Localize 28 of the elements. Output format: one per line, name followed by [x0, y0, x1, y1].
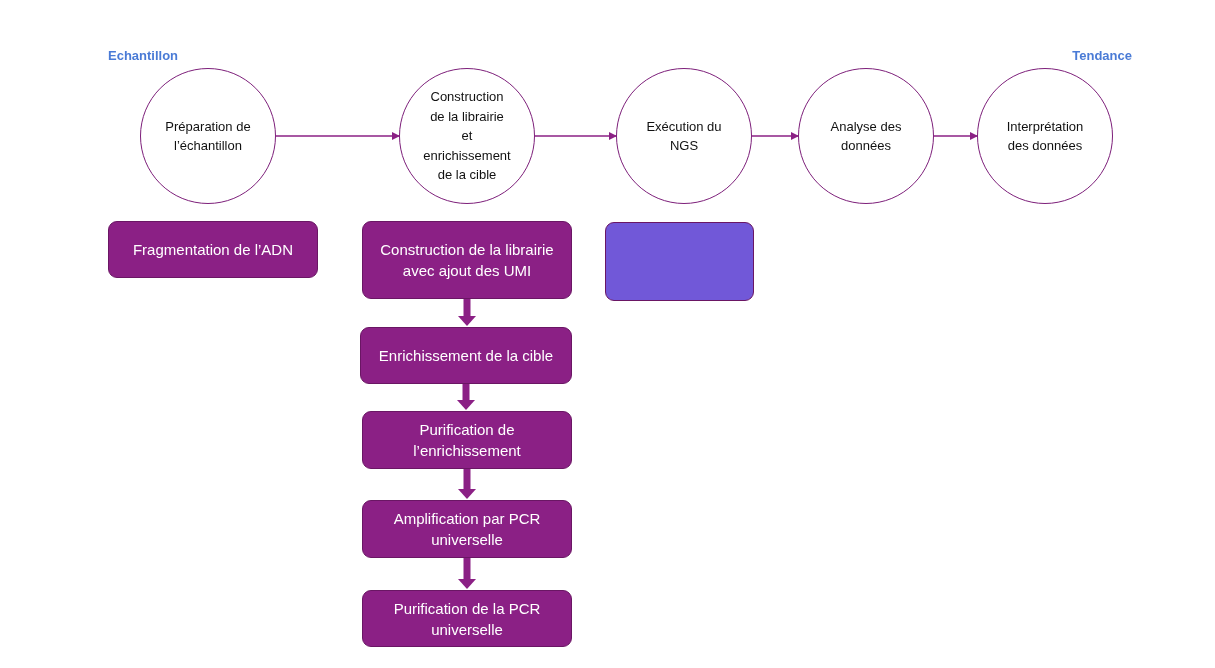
process-box: [360, 327, 572, 384]
step-label: Purification de la PCR universelle: [392, 598, 542, 640]
step-label: Construction de la librairie et enrichissement de la cible: [423, 88, 511, 185]
step-label: Exécution du NGS: [645, 117, 723, 155]
arrow: [275, 132, 400, 140]
process-box: [362, 590, 572, 647]
stage-heading: Echantillon: [108, 48, 179, 63]
arrow: [458, 469, 476, 499]
step-label: Construction de la librairie avec ajout des UMI: [379, 240, 555, 281]
arrow: [458, 558, 476, 589]
process-box: [108, 221, 318, 278]
arrow: [751, 132, 799, 140]
arrow: [534, 132, 617, 140]
arrow: [933, 132, 978, 140]
step-label: Fragmentation de l’ADN: [132, 240, 294, 260]
step-label: Interprétation des données: [1005, 117, 1085, 155]
arrow: [457, 384, 475, 410]
step-label: Enrichissement de la cible: [378, 346, 554, 366]
step-label: Purification de l’enrichissement: [412, 420, 522, 461]
step-label: Préparation de l’échantillon: [165, 117, 251, 155]
arrow: [458, 299, 476, 326]
process-box: [362, 411, 572, 469]
step-label: Analyse des données: [829, 117, 903, 155]
step-label: Amplification par PCR universelle: [392, 509, 542, 550]
stage-heading: Tendance: [1072, 48, 1132, 63]
process-box: [362, 500, 572, 558]
process-box: [362, 221, 572, 299]
process-box: [605, 222, 754, 301]
